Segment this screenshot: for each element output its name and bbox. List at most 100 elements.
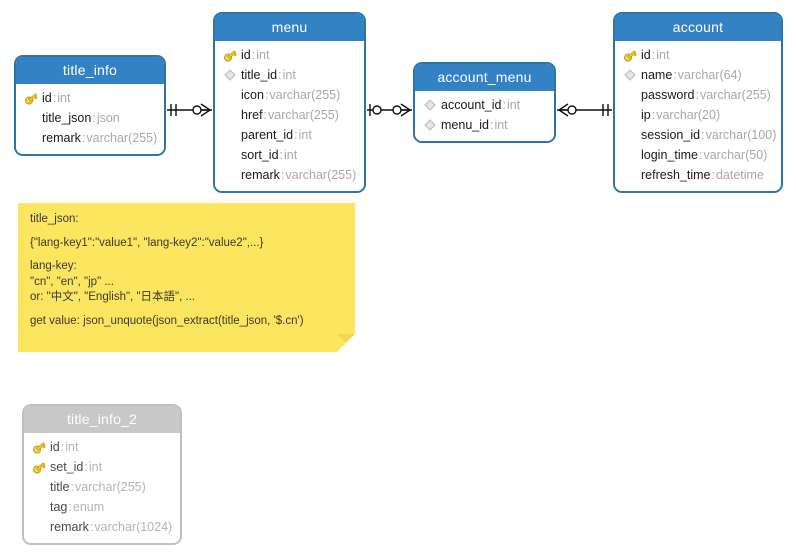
column-type: int: [57, 91, 71, 106]
column-type: int: [494, 118, 508, 133]
column-separator: :: [279, 148, 284, 163]
column-name: name: [641, 68, 673, 83]
column-name: password: [641, 88, 695, 103]
column-name: refresh_time: [641, 168, 711, 183]
column-separator: :: [280, 168, 285, 183]
column-row[interactable]: id:int: [22, 88, 158, 108]
note-line: or: "中文", "English", "日本語", ...: [30, 291, 196, 303]
column-name: set_id: [50, 460, 84, 475]
column-row[interactable]: remark:varchar(255): [22, 128, 158, 148]
column-separator: :: [651, 108, 656, 123]
column-name: tag: [50, 500, 68, 515]
key-icon: [30, 459, 48, 475]
column-row[interactable]: remark:varchar(1024): [30, 517, 174, 537]
entity-title-menu[interactable]: menu: [215, 14, 364, 42]
column-separator: :: [294, 128, 298, 143]
column-row[interactable]: menu_id:int: [421, 115, 548, 135]
column-type: varchar(64): [677, 68, 742, 83]
column-separator: :: [711, 168, 715, 183]
column-name: account_id: [441, 98, 502, 113]
entity-title-account[interactable]: account: [615, 14, 781, 42]
column-separator: :: [70, 480, 74, 495]
diamond-icon: [421, 117, 439, 133]
column-row[interactable]: remark:varchar(255): [221, 165, 358, 185]
entity-title-title_info_2[interactable]: title_info_2: [24, 406, 180, 434]
column-type: int: [282, 68, 296, 83]
column-separator: :: [84, 460, 88, 475]
column-row[interactable]: id:int: [30, 437, 174, 457]
column-row[interactable]: id:int: [221, 45, 358, 65]
column-name: title: [50, 480, 70, 495]
column-separator: :: [92, 111, 96, 126]
column-type: varchar(255): [269, 88, 341, 103]
entity-title-account_menu[interactable]: account_menu: [415, 64, 554, 92]
column-row[interactable]: href:varchar(255): [221, 105, 358, 125]
column-row[interactable]: title_json:json: [22, 108, 158, 128]
entity-title-title_info[interactable]: title_info: [16, 57, 164, 85]
column-type: int: [506, 98, 521, 113]
column-separator: :: [251, 48, 256, 63]
column-row[interactable]: title:varchar(255): [30, 477, 174, 497]
column-name: id: [42, 91, 52, 106]
column-type: int: [298, 128, 312, 143]
key-icon: [22, 90, 40, 106]
column-type: varchar(255): [86, 131, 158, 146]
column-type: varchar(255): [285, 168, 357, 183]
column-separator: :: [263, 108, 268, 123]
column-row[interactable]: parent_id:int: [221, 125, 358, 145]
column-row[interactable]: title_id:int: [221, 65, 358, 85]
column-row[interactable]: tag:enum: [30, 497, 174, 517]
column-separator: :: [89, 520, 94, 535]
column-row[interactable]: account_id:int: [421, 95, 548, 115]
column-row[interactable]: id:int: [621, 45, 775, 65]
column-type: varchar(100): [705, 128, 777, 143]
note-fold-corner-icon: [337, 334, 355, 352]
sticky-note-title-json[interactable]: title_json:{"lang-key1":"value1", "lang-…: [18, 203, 355, 352]
column-row[interactable]: ip:varchar(20): [621, 105, 775, 125]
column-name: id: [641, 48, 651, 63]
column-separator: :: [701, 128, 705, 143]
column-row[interactable]: icon:varchar(255): [221, 85, 358, 105]
column-type: varchar(255): [74, 480, 146, 495]
column-row[interactable]: login_time:varchar(50): [621, 145, 775, 165]
column-row[interactable]: session_id:varchar(100): [621, 125, 777, 145]
note-line: "cn", "en", "jp" ...: [30, 275, 114, 288]
column-type: varchar(50): [703, 148, 768, 163]
column-type: int: [65, 440, 79, 455]
column-type: json: [96, 111, 120, 126]
column-name: menu_id: [441, 118, 489, 133]
column-separator: :: [651, 48, 656, 63]
column-row[interactable]: refresh_time:datetime: [621, 165, 775, 185]
column-separator: :: [502, 98, 506, 113]
column-type: varchar(1024): [94, 520, 173, 535]
column-separator: :: [278, 68, 282, 83]
column-type: varchar(255): [699, 88, 771, 103]
note-line: {"lang-key1":"value1", "lang-key2":"valu…: [30, 236, 264, 249]
column-name: href: [241, 108, 263, 123]
column-row[interactable]: name:varchar(64): [621, 65, 775, 85]
column-name: id: [50, 440, 60, 455]
column-row[interactable]: sort_id:int: [221, 145, 358, 165]
column-name: parent_id: [241, 128, 294, 143]
column-row[interactable]: password:varchar(255): [621, 85, 775, 105]
key-icon: [221, 47, 239, 63]
column-name: sort_id: [241, 148, 279, 163]
column-type: varchar(20): [656, 108, 721, 123]
column-separator: :: [264, 88, 269, 103]
column-type: int: [88, 460, 103, 475]
column-name: icon: [241, 88, 264, 103]
column-row[interactable]: set_id:int: [30, 457, 174, 477]
key-icon: [621, 47, 639, 63]
column-name: remark: [241, 168, 280, 183]
